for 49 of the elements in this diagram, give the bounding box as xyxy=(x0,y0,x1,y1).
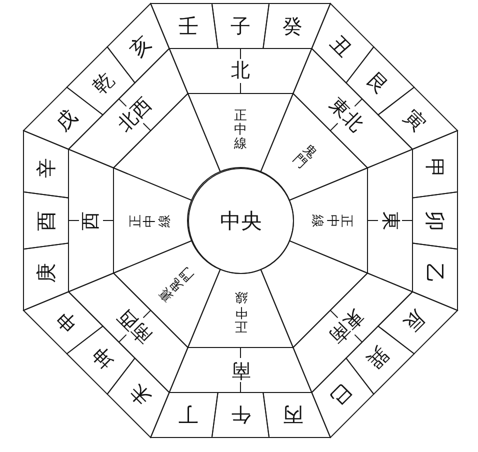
compass-point-label: 艮 xyxy=(364,68,392,98)
compass-point-label: 亥 xyxy=(126,32,154,60)
compass-point-label: 申 xyxy=(52,307,80,336)
inner-ring-segment xyxy=(112,92,222,202)
sector-label: 裏鬼門 xyxy=(157,264,197,304)
inner-ring-segment xyxy=(112,239,222,349)
compass-point-label: 辛 xyxy=(36,158,56,178)
compass-point-label: 午 xyxy=(230,405,250,425)
compass-point-label: 丙 xyxy=(282,405,303,425)
sector-label: 正中線 xyxy=(309,214,352,227)
compass-point-label: 壬 xyxy=(178,16,198,36)
compass-point-label: 甲 xyxy=(425,158,445,178)
direction-label: 東 xyxy=(380,211,400,230)
direction-label: 北 xyxy=(231,62,250,80)
sector-label: 正中線 xyxy=(129,214,172,227)
sector-label: 鬼門 xyxy=(289,142,319,172)
compass-point-label: 巳 xyxy=(327,380,356,410)
compass-point-label: 丑 xyxy=(327,32,356,60)
compass-point-label: 未 xyxy=(126,380,154,410)
compass-point-label: 坤 xyxy=(88,344,118,372)
direction-label: 南 xyxy=(231,360,250,380)
direction-label: 南西 xyxy=(114,306,155,346)
direction-label: 東北 xyxy=(326,94,366,135)
outer-ring-segment xyxy=(210,2,271,50)
direction-label: 北西 xyxy=(114,94,155,135)
sector-label: 正中線 xyxy=(234,109,247,152)
sector-label: 正中線 xyxy=(234,289,247,332)
compass-point-label: 乾 xyxy=(88,68,118,98)
compass-point-label: 癸 xyxy=(282,16,303,36)
direction-ring-segment xyxy=(168,47,313,95)
direction-label: 東南 xyxy=(326,306,366,346)
outer-ring-segment xyxy=(411,190,459,251)
compass-point-label: 戌 xyxy=(52,106,80,134)
direction-label: 西 xyxy=(82,211,100,230)
direction-ring-segment xyxy=(168,346,313,394)
center-label: 中央 xyxy=(220,210,262,232)
compass-point-label: 庚 xyxy=(36,262,56,283)
outer-ring-segment xyxy=(22,190,70,251)
compass-point-label: 寅 xyxy=(400,106,430,134)
direction-ring-segment xyxy=(67,148,115,293)
compass-point-label: 卯 xyxy=(425,210,445,230)
direction-ring-segment xyxy=(366,148,414,293)
compass-point-label: 乙 xyxy=(425,262,445,283)
compass-point-label: 辰 xyxy=(400,307,430,336)
compass-point-label: 酉 xyxy=(36,210,56,230)
outer-ring-segment xyxy=(210,391,271,439)
compass-point-label: 子 xyxy=(230,16,250,36)
compass-point-label: 丁 xyxy=(178,405,198,425)
compass-point-label: 巽 xyxy=(364,344,392,372)
